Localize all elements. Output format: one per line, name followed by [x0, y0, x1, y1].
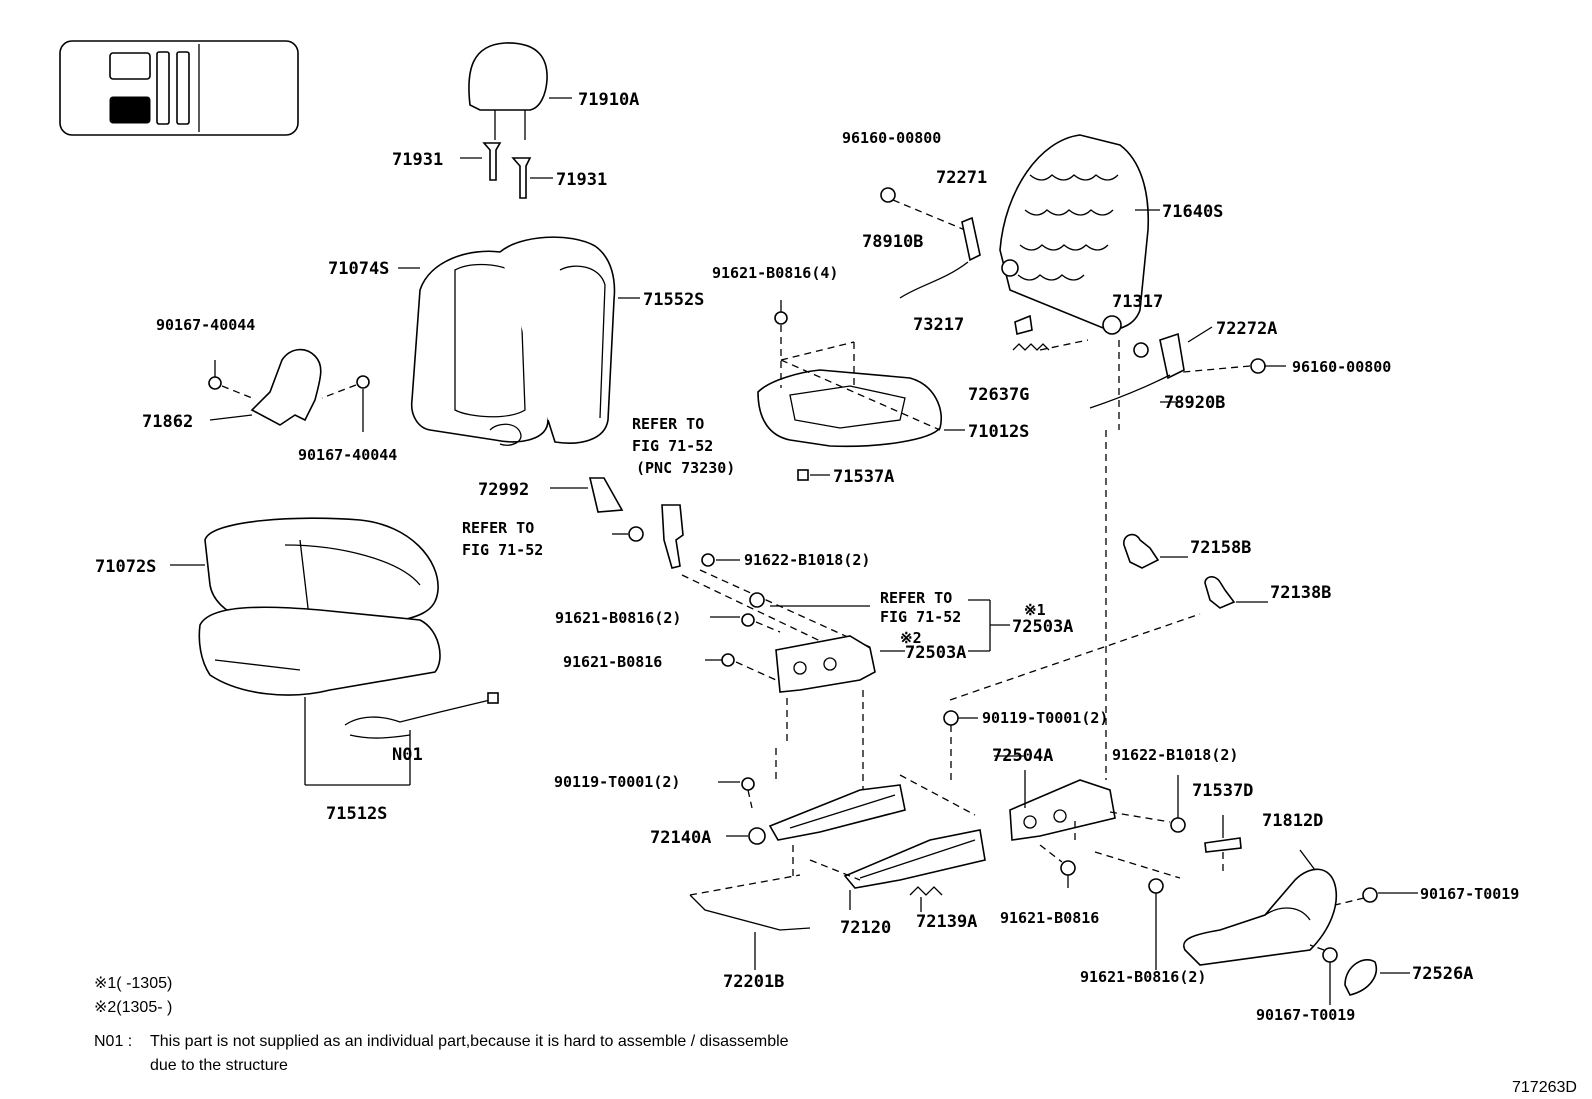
n01-line1: This part is not supplied as an individu… — [150, 1033, 789, 1050]
recliner-parts — [880, 187, 1286, 409]
cover-clips-parts — [1123, 533, 1268, 609]
cushion-wire-harness-part — [304, 692, 499, 786]
seat-track-rails — [718, 690, 986, 912]
label-72992: 72992 — [478, 480, 529, 500]
label-71537D: 71537D — [1192, 781, 1253, 801]
label-96160-00800-a: 96160-00800 — [842, 129, 941, 147]
label-90167-T0019-b: 90167-T0019 — [1256, 1006, 1355, 1024]
ref3-line1: REFER TO — [880, 589, 952, 607]
part-labels: 71910A 71931 71931 71074S 71552S 90167-4… — [95, 90, 1519, 1024]
n01-line2: due to the structure — [150, 1057, 288, 1074]
ref1-line3: (PNC 73230) — [636, 459, 735, 477]
ref2-line1: REFER TO — [462, 519, 534, 537]
seatback-cover-part — [398, 236, 640, 446]
label-91622-B1018-2-b: 91622-B1018(2) — [1112, 746, 1238, 764]
label-72637G: 72637G — [968, 385, 1029, 405]
label-71812D: 71812D — [1262, 811, 1323, 831]
ref1-line1: REFER TO — [632, 415, 704, 433]
seat-track-bracket-left — [705, 592, 1010, 693]
label-91621-B0816-2-b: 91621-B0816(2) — [1080, 968, 1206, 986]
label-78910B: 78910B — [862, 232, 923, 252]
label-72201B: 72201B — [723, 972, 784, 992]
label-71074S: 71074S — [328, 259, 389, 279]
seat-track-bracket-right — [943, 710, 1242, 970]
label-71862: 71862 — [142, 412, 193, 432]
label-71910A: 71910A — [578, 90, 639, 110]
seat-cushion-frame-part — [757, 300, 965, 481]
n01-code: N01 : — [94, 1033, 132, 1050]
label-91622-B1018-2-a: 91622-B1018(2) — [744, 551, 870, 569]
footnote-2: ※2(1305- ) — [94, 999, 172, 1016]
label-72526A: 72526A — [1412, 964, 1473, 984]
label-71072S: 71072S — [95, 557, 156, 577]
seat-position-icon — [59, 40, 299, 136]
side-shield-part — [208, 348, 370, 432]
label-72503A-1: 72503A — [1012, 617, 1073, 637]
label-73217: 73217 — [913, 315, 964, 335]
headrest-guide-parts — [460, 142, 553, 199]
label-71512S: 71512S — [326, 804, 387, 824]
label-72138B: 72138B — [1270, 583, 1331, 603]
label-71317: 71317 — [1112, 292, 1163, 312]
side-cover-part — [1183, 849, 1418, 1005]
ref1-line2: FIG 71-52 — [632, 437, 713, 455]
footnotes: ※1( -1305) ※2(1305- ) N01 : This part is… — [94, 975, 1577, 1096]
mark-note-2: ※2 — [900, 629, 922, 647]
label-90167-T0019-a: 90167-T0019 — [1420, 885, 1519, 903]
label-72271: 72271 — [936, 168, 987, 188]
ref3-line2: FIG 71-52 — [880, 608, 961, 626]
seat-cushion-part — [170, 517, 441, 696]
footnote-1: ※1( -1305) — [94, 975, 172, 992]
label-90167-40044-a: 90167-40044 — [156, 316, 255, 334]
mark-note-1: ※1 — [1024, 601, 1046, 619]
figure-references: REFER TO FIG 71-52 (PNC 73230) REFER TO … — [462, 415, 1046, 647]
label-96160-00800-b: 96160-00800 — [1292, 358, 1391, 376]
label-71640S: 71640S — [1162, 202, 1223, 222]
ref2-line2: FIG 71-52 — [462, 541, 543, 559]
label-72272A: 72272A — [1216, 319, 1277, 339]
diagram-id: 717263D — [1512, 1079, 1577, 1096]
label-91621-B0816-2-a: 91621-B0816(2) — [555, 609, 681, 627]
label-91621-B0816-b: 91621-B0816 — [1000, 909, 1099, 927]
label-71931-b: 71931 — [556, 170, 607, 190]
label-91621-B0816-4: 91621-B0816(4) — [712, 264, 838, 282]
label-90119-T0001-2-a: 90119-T0001(2) — [554, 773, 680, 791]
alignment-guides — [949, 340, 1201, 780]
label-72504A: 72504A — [992, 746, 1053, 766]
label-90167-40044-b: 90167-40044 — [298, 446, 397, 464]
label-72503A-2: 72503A — [905, 643, 966, 663]
label-90119-T0001-2-b: 90119-T0001(2) — [982, 709, 1108, 727]
headrest-part — [468, 42, 572, 140]
seatback-frame-part — [999, 134, 1160, 335]
label-71012S: 71012S — [968, 422, 1029, 442]
seat-track-wire-part — [689, 874, 811, 970]
label-71552S: 71552S — [643, 290, 704, 310]
seat-belt-buckle-part — [550, 477, 873, 661]
label-72120: 72120 — [840, 918, 891, 938]
label-71931-a: 71931 — [392, 150, 443, 170]
label-78920B: 78920B — [1164, 393, 1225, 413]
label-91621-B0816-a: 91621-B0816 — [563, 653, 662, 671]
label-72140A: 72140A — [650, 828, 711, 848]
label-N01: N01 — [392, 745, 423, 765]
label-71537A: 71537A — [833, 467, 894, 487]
label-72139A: 72139A — [916, 912, 977, 932]
label-72158B: 72158B — [1190, 538, 1251, 558]
